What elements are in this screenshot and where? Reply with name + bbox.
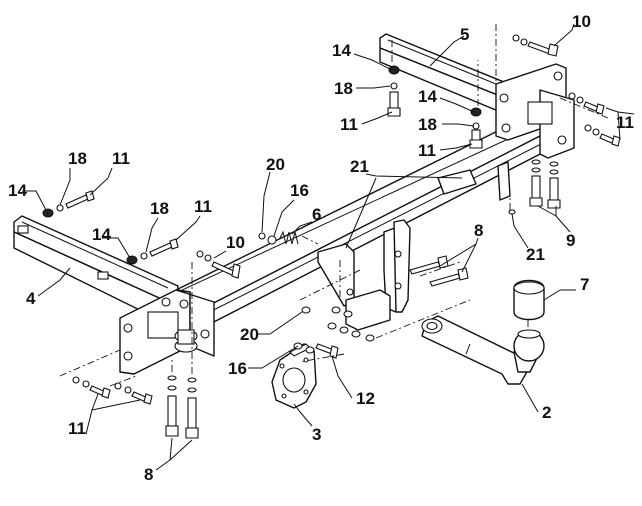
socket-plate — [271, 343, 317, 409]
center-drop-brackets — [317, 161, 511, 331]
callout-10-left: 10 — [226, 233, 245, 252]
hardware-left-bottom — [72, 375, 199, 439]
callout-21-center: 21 — [350, 157, 369, 176]
callout-20-top: 20 — [266, 155, 285, 174]
callout-2: 2 — [542, 403, 551, 422]
ball-cover-cap — [513, 279, 545, 321]
callout-12: 12 — [356, 389, 375, 408]
callout-11-right-top: 11 — [340, 115, 358, 134]
callout-18-second: 18 — [150, 199, 169, 218]
callout-7: 7 — [580, 275, 589, 294]
callout-16-top: 16 — [290, 181, 309, 200]
callout-14-left-top: 14 — [8, 181, 27, 200]
callout-18-left: 18 — [68, 149, 87, 168]
callout-11-bottom-left: 11 — [68, 419, 86, 438]
hardware-center-nuts — [327, 255, 469, 342]
callout-14-left-second: 14 — [92, 225, 111, 244]
tow-ball-arm — [421, 315, 545, 385]
callout-21-right: 21 — [526, 245, 545, 264]
leader-lines — [22, 23, 635, 471]
callout-8-bottom: 8 — [144, 465, 153, 484]
callout-3: 3 — [312, 425, 321, 444]
callout-8-center: 8 — [474, 221, 483, 240]
callout-11-right-second: 11 — [418, 141, 436, 160]
spring-washer-icon — [279, 230, 299, 245]
callout-9: 9 — [566, 231, 575, 250]
callout-14-right-top: 14 — [332, 41, 351, 60]
hardware-right — [387, 34, 621, 215]
callout-20-bottom: 20 — [240, 325, 259, 344]
callout-6: 6 — [312, 205, 321, 224]
hardware-left-top — [42, 190, 179, 265]
callout-18-right-second: 18 — [418, 115, 437, 134]
callout-11-far-right: 11 — [616, 113, 634, 132]
callout-11-left-top: 11 — [112, 149, 130, 168]
left-side-bracket — [13, 215, 215, 375]
callout-14-right-second: 14 — [418, 87, 437, 106]
callout-11-second: 11 — [194, 197, 212, 216]
right-side-bracket — [379, 33, 575, 159]
alignment-lines — [59, 24, 609, 387]
callout-5: 5 — [460, 25, 469, 44]
callout-18-right-top: 18 — [334, 79, 353, 98]
callout-4: 4 — [26, 289, 36, 308]
hardware-left-center — [196, 230, 339, 359]
callout-10-top-right: 10 — [572, 12, 591, 31]
callout-labels: 10 5 14 18 11 14 18 11 11 18 11 14 20 21… — [8, 12, 634, 484]
callout-16-bottom: 16 — [228, 359, 247, 378]
